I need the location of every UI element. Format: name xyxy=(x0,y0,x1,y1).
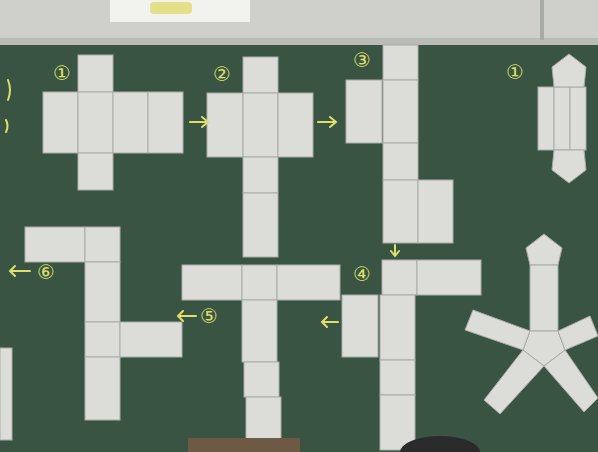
callout-number: ⑤ xyxy=(200,306,218,326)
callout-number: ④ xyxy=(353,264,371,284)
callout-number: ① xyxy=(53,63,71,83)
callout-number: ③ xyxy=(353,50,371,70)
callout-number: ⑥ xyxy=(37,262,55,282)
callout-number: ② xyxy=(213,64,231,84)
callout-number: ① xyxy=(506,62,524,82)
